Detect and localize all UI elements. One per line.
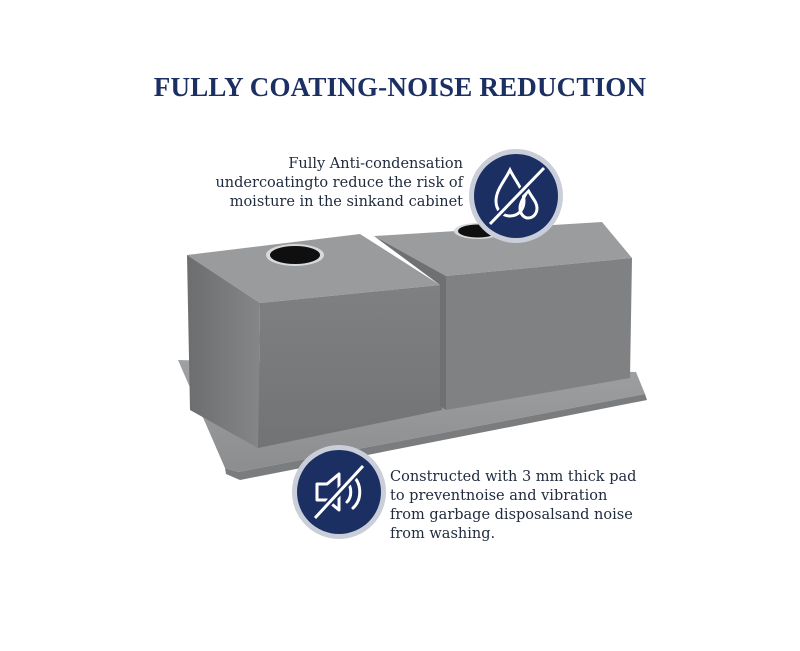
callout-line: moisture in the sinkand cabinet — [229, 194, 463, 210]
mute-speaker-icon — [292, 445, 386, 539]
callout-line: undercoatingto reduce the risk of — [215, 175, 463, 191]
callout-line: from garbage disposalsand noise — [390, 507, 633, 523]
callout-line: Constructed with 3 mm thick pad — [390, 469, 637, 485]
callout-line: from washing. — [390, 526, 496, 542]
page-title: FULLY COATING-NOISE REDUCTION — [153, 72, 647, 102]
anti-condensation-text: Fully Anti-condensation undercoatingto r… — [193, 155, 463, 212]
callout-line: to preventnoise and vibration — [390, 488, 608, 504]
noise-pad-text: Constructed with 3 mm thick pad to preve… — [390, 468, 660, 544]
sink-basin-left — [187, 234, 442, 448]
no-water-drop-icon — [469, 149, 563, 243]
callout-line: Fully Anti-condensation — [288, 156, 463, 172]
